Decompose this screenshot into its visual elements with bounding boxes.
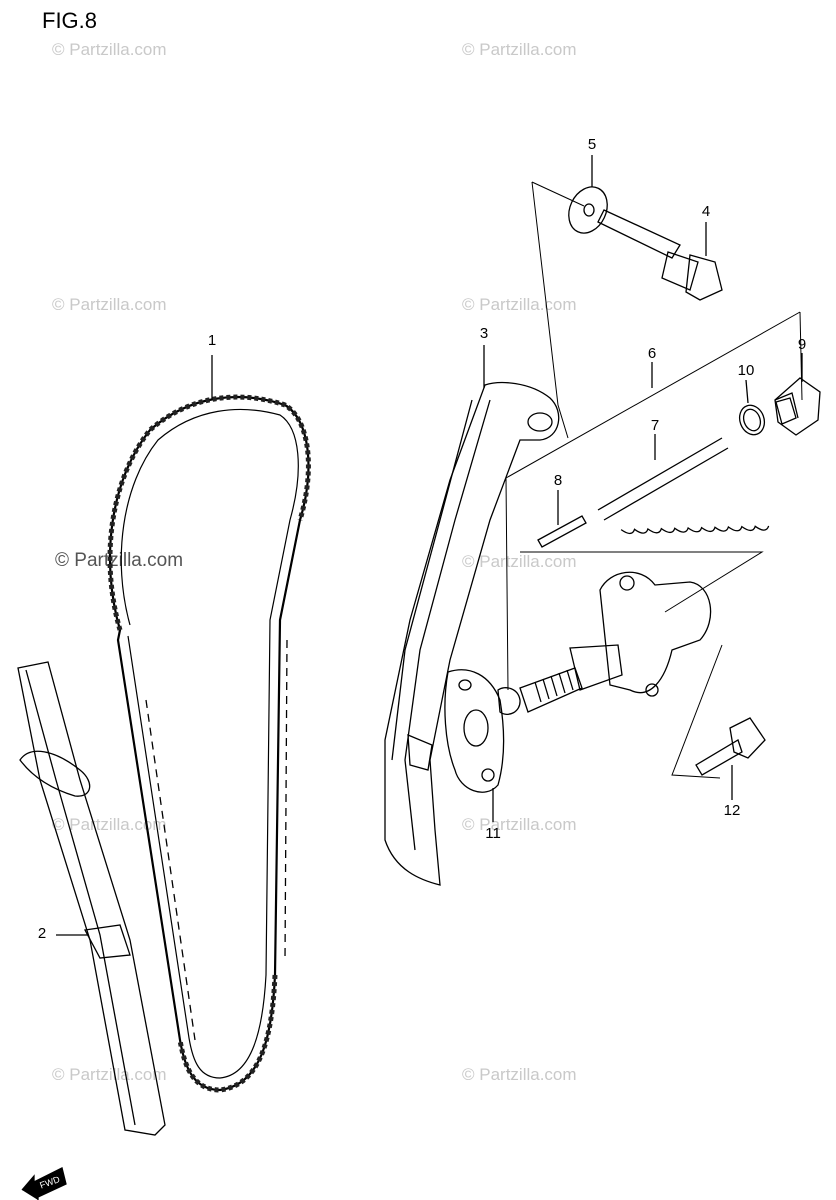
watermark: © Partzilla.com [462, 40, 577, 59]
watermark: © Partzilla.com [462, 815, 577, 834]
forward-arrow-icon: FWD [21, 1167, 67, 1200]
callout-9: 9 [797, 336, 807, 353]
callout-2: 2 [37, 925, 47, 942]
washer [568, 186, 608, 234]
callout-11: 11 [485, 825, 501, 842]
callout-8: 8 [553, 472, 563, 489]
tensioner-gasket [444, 669, 505, 793]
tensioner-arm [384, 381, 560, 886]
watermark: © Partzilla.com [462, 295, 577, 314]
callout-12: 12 [723, 802, 741, 819]
callout-4: 4 [701, 203, 711, 220]
cam-chain [107, 394, 311, 1093]
watermark: © Partzilla.com [52, 295, 167, 314]
plug-bolt [774, 377, 821, 436]
ring-gasket [738, 404, 766, 436]
watermark: © Partzilla.com [52, 40, 167, 59]
callout-5: 5 [587, 136, 597, 153]
callout-3: 3 [479, 325, 489, 342]
callout-7: 7 [650, 417, 660, 434]
bolt [597, 209, 723, 301]
chain-guide [17, 661, 166, 1136]
spring [597, 437, 770, 535]
callout-1: 1 [207, 332, 217, 349]
watermark: © Partzilla.com [52, 815, 167, 834]
callout-10: 10 [737, 362, 755, 379]
watermark: © Partzilla.com [462, 552, 577, 571]
figure-title: FIG.8 [42, 8, 98, 33]
assembly-lines [505, 181, 803, 779]
bolt-small [695, 717, 766, 776]
callout-6: 6 [647, 345, 657, 362]
leader-line [745, 379, 749, 404]
pin [537, 515, 587, 548]
watermark-dark: © Partzilla.com [55, 550, 184, 571]
tensioner-body [497, 571, 712, 715]
watermark: © Partzilla.com [462, 1065, 577, 1084]
watermark: © Partzilla.com [52, 1065, 167, 1084]
